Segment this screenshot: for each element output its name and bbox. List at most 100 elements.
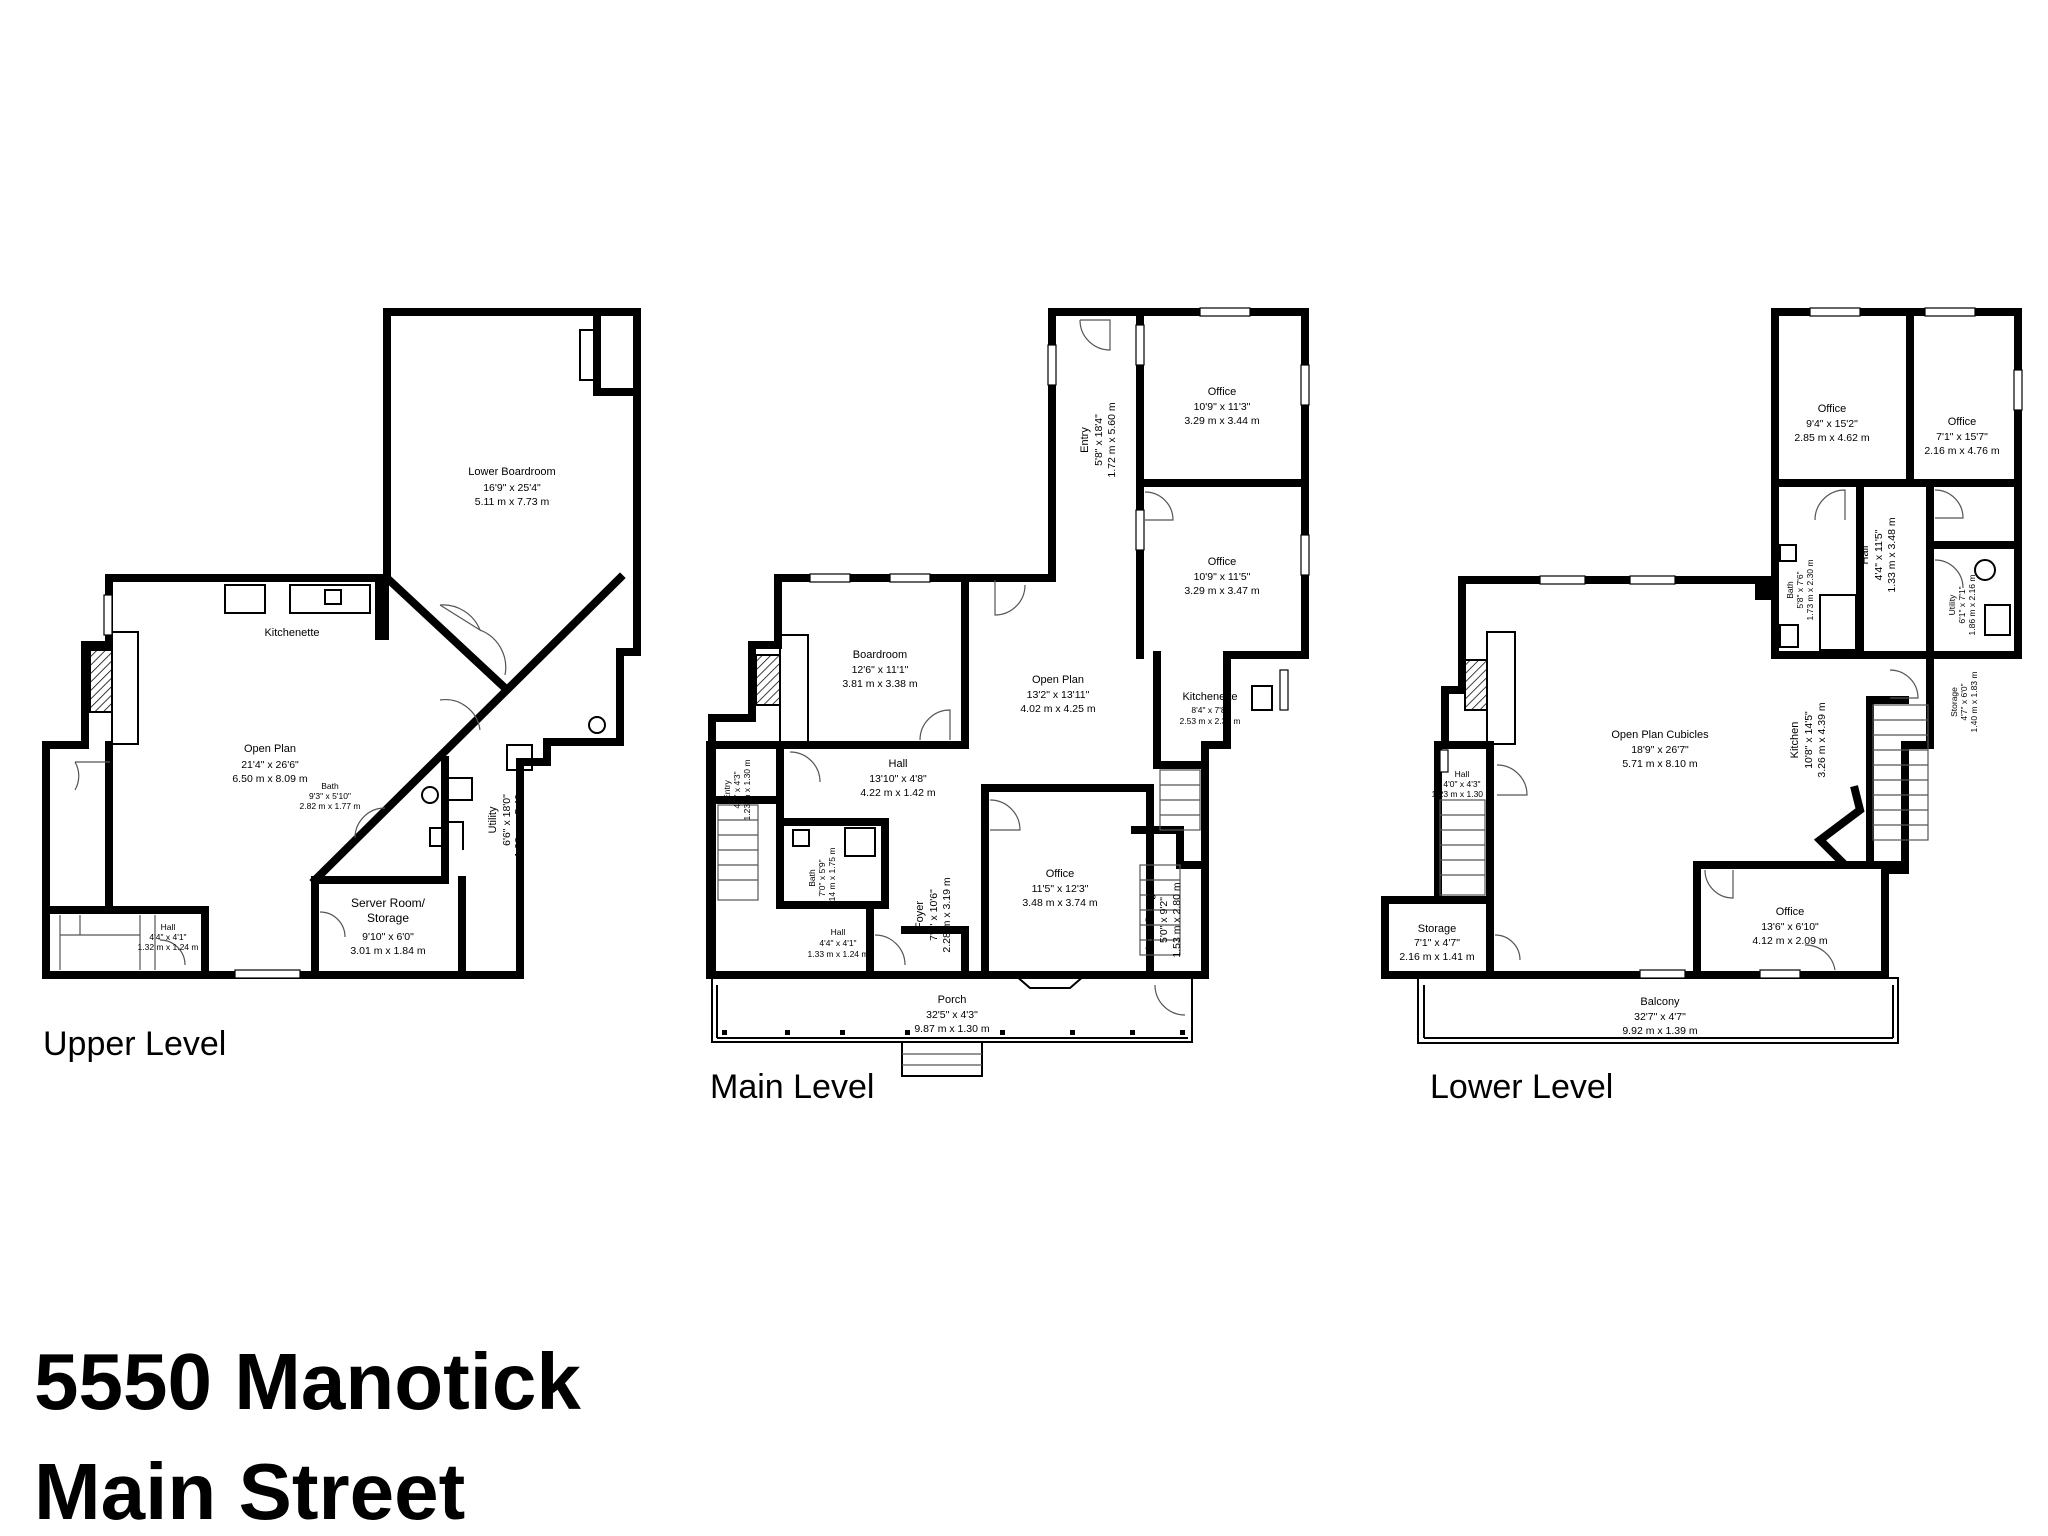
main-boardroom-imperial: 12'6" x 11'1" bbox=[852, 664, 909, 676]
main-window-7 bbox=[1135, 324, 1145, 366]
lower-kitchen-name: Kitchen bbox=[1789, 722, 1801, 759]
main-porch-metric: 9.87 m x 1.30 m bbox=[914, 1023, 990, 1035]
lower-bath-name: Bath bbox=[1785, 581, 1795, 599]
lower-window-8 bbox=[1439, 749, 1449, 773]
lower-door-storage bbox=[1889, 669, 1919, 699]
upper-utility-drain bbox=[588, 716, 606, 734]
lower-hall-left-imperial: 4'0" x 4'3" bbox=[1443, 779, 1480, 789]
lower-office-2-name: Office bbox=[1948, 416, 1977, 428]
upper-door-swing bbox=[74, 761, 110, 791]
main-bath-imperial: 7'0" x 5'9" bbox=[817, 859, 827, 896]
main-office-tr1-name: Office bbox=[1208, 386, 1237, 398]
lower-utility-unit bbox=[1984, 604, 2011, 636]
main-foyer-label: Foyer 7'6" x 10'6" 2.28 m x 3.19 m bbox=[914, 877, 953, 953]
main-level-plan: Entry 5'8" x 18'4" 1.72 m x 5.60 m Offic… bbox=[706, 307, 1310, 1077]
lower-storage-right-metric: 1.40 m x 1.83 m bbox=[1969, 672, 1979, 733]
upper-bath-toilet bbox=[429, 827, 449, 847]
upper-bath-imperial: 9'3" x 5'10" bbox=[309, 791, 351, 801]
upper-server-metric: 3.01 m x 1.84 m bbox=[350, 945, 426, 957]
upper-bath-sink bbox=[421, 786, 439, 804]
lower-office-3-imperial: 13'6" x 6'10" bbox=[1761, 921, 1819, 933]
lower-utility-imperial: 6'1" x 7'1" bbox=[1957, 586, 1967, 623]
upper-level-label: Upper Level bbox=[43, 1025, 227, 1063]
lower-bath-toilet bbox=[1779, 624, 1799, 648]
lower-window-5 bbox=[2013, 369, 2023, 411]
main-boardroom-right-wall bbox=[774, 574, 969, 749]
lower-utility-heater bbox=[1974, 559, 1996, 581]
main-kitchenette-metric: 2.53 m x 2.35 m bbox=[1180, 716, 1241, 726]
main-entry-top-metric: 1.72 m x 5.60 m bbox=[1106, 402, 1118, 478]
upper-door-utility bbox=[439, 699, 481, 731]
lower-balcony-imperial: 32'7" x 4'7" bbox=[1634, 1011, 1686, 1023]
main-entry-top-imperial: 5'8" x 18'4" bbox=[1093, 414, 1105, 466]
main-foyer-imperial: 7'6" x 10'6" bbox=[928, 889, 940, 941]
main-garage-metric: 1.53 m x 2.80 m bbox=[1171, 882, 1183, 958]
main-window-8 bbox=[1135, 509, 1145, 551]
lower-kitchen-imperial: 10'8" x 14'5" bbox=[1803, 711, 1815, 769]
main-window-1 bbox=[809, 573, 851, 583]
upper-server-name-2: Storage bbox=[367, 911, 409, 925]
upper-wall-column bbox=[375, 578, 389, 640]
upper-utility-name: Utility bbox=[487, 806, 499, 833]
upper-bath-wall bbox=[445, 821, 464, 850]
lower-bath-shower bbox=[1819, 594, 1857, 651]
main-kitchenette-sink bbox=[1251, 685, 1273, 711]
main-door-foyer bbox=[874, 934, 906, 966]
lower-left-hall-wall bbox=[1434, 741, 1494, 904]
lower-utility-name: Utility bbox=[1947, 594, 1957, 616]
main-office-name: Office bbox=[1046, 868, 1075, 880]
upper-lower-boardroom-imperial: 16'9" x 25'4" bbox=[483, 482, 541, 494]
main-bay-window bbox=[1014, 974, 1086, 989]
upper-window-left bbox=[103, 594, 113, 636]
lower-door-office-2 bbox=[1934, 489, 1964, 519]
lower-door-utility bbox=[1934, 559, 1964, 589]
upper-door-bath bbox=[354, 807, 386, 839]
upper-kitchenette-name: Kitchenette bbox=[264, 627, 319, 639]
main-boardroom-metric: 3.81 m x 3.38 m bbox=[842, 678, 918, 690]
lower-stairs-right bbox=[1872, 704, 1929, 841]
upper-open-plan-metric: 6.50 m x 8.09 m bbox=[232, 773, 308, 785]
main-bath-name: Bath bbox=[807, 869, 817, 887]
upper-closet-wall bbox=[593, 308, 641, 396]
lower-door-left-hall bbox=[1496, 764, 1528, 796]
lower-fireplace bbox=[1464, 659, 1488, 711]
main-hall-imperial: 13'10" x 4'8" bbox=[869, 773, 927, 785]
main-office-tr1-imperial: 10'9" x 11'3" bbox=[1194, 401, 1251, 413]
lower-office-1-metric: 2.85 m x 4.62 m bbox=[1794, 432, 1870, 444]
lower-stairs-left bbox=[1439, 799, 1486, 896]
main-garage-name: 4-car Garage bbox=[1144, 888, 1156, 953]
lower-balcony-metric: 9.92 m x 1.39 m bbox=[1622, 1025, 1698, 1037]
upper-utility-metric: 1.98 m x 5.49 m bbox=[513, 782, 525, 858]
main-door-office bbox=[989, 799, 1021, 831]
lower-storage-right-imperial: 4'7" x 6'0" bbox=[1959, 683, 1969, 720]
upper-level-plan: Lower Boardroom 16'9" x 25'4" 5.11 m x 7… bbox=[42, 308, 641, 979]
main-door-hall bbox=[789, 751, 821, 783]
lower-storage-left-imperial: 7'1" x 4'7" bbox=[1414, 937, 1460, 949]
main-kitchenette-name: Kitchenette bbox=[1182, 691, 1237, 703]
lower-bath-label: Bath 5'8" x 7'6" 1.73 m x 2.30 m bbox=[1785, 560, 1815, 621]
lower-kitchen-label: Kitchen 10'8" x 14'5" 3.26 m x 4.39 m bbox=[1789, 702, 1828, 778]
upper-server-name-1: Server Room/ bbox=[351, 896, 426, 910]
lower-utility-label: Utility 6'1" x 7'1" 1.86 m x 2.16 m bbox=[1947, 575, 1977, 636]
main-fireplace bbox=[755, 654, 781, 706]
lower-door-storage-left bbox=[1494, 934, 1521, 961]
main-office-tr1-metric: 3.29 m x 3.44 m bbox=[1184, 415, 1260, 427]
upper-bath-vanity bbox=[447, 777, 473, 801]
lower-window-6 bbox=[1639, 969, 1686, 979]
lower-level-plan: Office 9'4" x 15'2" 2.85 m x 4.62 m Offi… bbox=[1381, 307, 2023, 1044]
main-level-label: Main Level bbox=[710, 1068, 875, 1106]
upper-lower-boardroom-name: Lower Boardroom bbox=[468, 466, 555, 478]
main-office-imperial: 11'5" x 12'3" bbox=[1032, 883, 1089, 895]
lower-balcony-name: Balcony bbox=[1640, 996, 1680, 1008]
main-entry-left-label: Entry 4'0" x 4'3" 1.23 m x 1.30 m bbox=[722, 760, 752, 821]
lower-office-3-metric: 4.12 m x 2.09 m bbox=[1752, 935, 1828, 947]
lower-open-plan-name: Open Plan Cubicles bbox=[1611, 729, 1709, 741]
address-line-1: 5550 Manotick bbox=[34, 1337, 581, 1426]
upper-fireplace-hearth bbox=[111, 631, 139, 745]
main-porch-name: Porch bbox=[938, 994, 967, 1006]
upper-hall-name: Hall bbox=[161, 922, 176, 932]
main-hall-name: Hall bbox=[889, 758, 908, 770]
main-open-plan-name: Open Plan bbox=[1032, 674, 1084, 686]
main-window-4 bbox=[1300, 364, 1310, 406]
